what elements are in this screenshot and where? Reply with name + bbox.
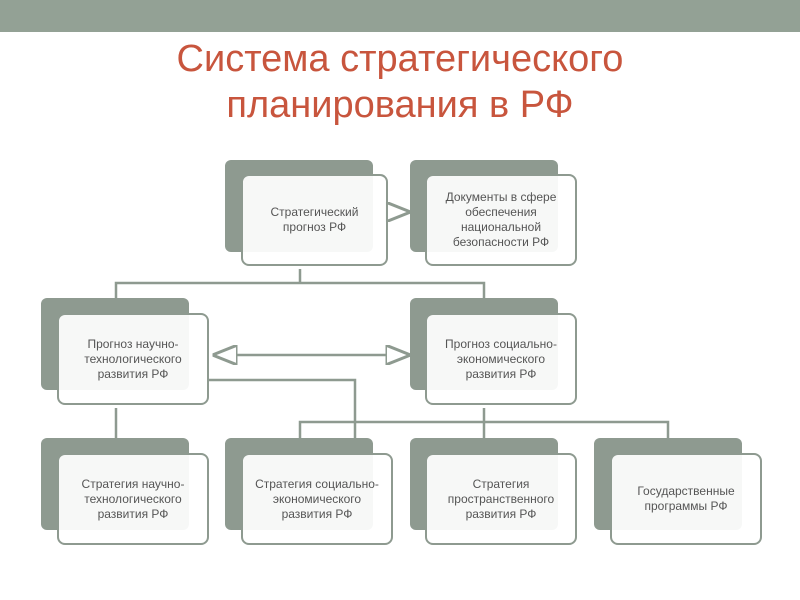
node-sci-tech-strategy: Стратегия научно-технологического развит… <box>57 453 209 545</box>
node-label: Государственные программы РФ <box>637 484 735 513</box>
node-label: Документы в сфере обеспечения национальн… <box>445 190 557 249</box>
node-label: Стратегия пространственного развития РФ <box>447 476 555 521</box>
node-label: Прогноз научно-технологического развития… <box>84 336 182 381</box>
connector-scitech-to-socioecon-strategy <box>208 378 357 438</box>
node-sci-tech-forecast: Прогноз научно-технологического развития… <box>57 313 209 405</box>
connector-socioecon-split <box>298 408 670 438</box>
node-spatial-strategy: Стратегия пространственного развития РФ <box>425 453 577 545</box>
top-bar <box>0 0 800 32</box>
page-title: Система стратегического планирования в Р… <box>0 36 800 128</box>
node-socio-econ-forecast: Прогноз социально-экономического развити… <box>425 313 577 405</box>
node-security-docs: Документы в сфере обеспечения национальн… <box>425 174 577 266</box>
connector-top-split <box>114 269 486 298</box>
title-line-1: Система стратегического <box>176 38 624 80</box>
node-label: Прогноз социально-экономического развити… <box>445 336 557 381</box>
title-line-2: планирования в РФ <box>226 84 574 126</box>
node-strategic-forecast: Стратегический прогноз РФ <box>241 174 388 266</box>
node-label: Стратегический прогноз РФ <box>270 205 359 234</box>
node-label: Стратегия научно-технологического развит… <box>81 476 185 521</box>
node-label: Стратегия социально-экономического разви… <box>255 476 379 521</box>
node-socio-econ-strategy: Стратегия социально-экономического разви… <box>241 453 393 545</box>
node-state-programs: Государственные программы РФ <box>610 453 762 545</box>
